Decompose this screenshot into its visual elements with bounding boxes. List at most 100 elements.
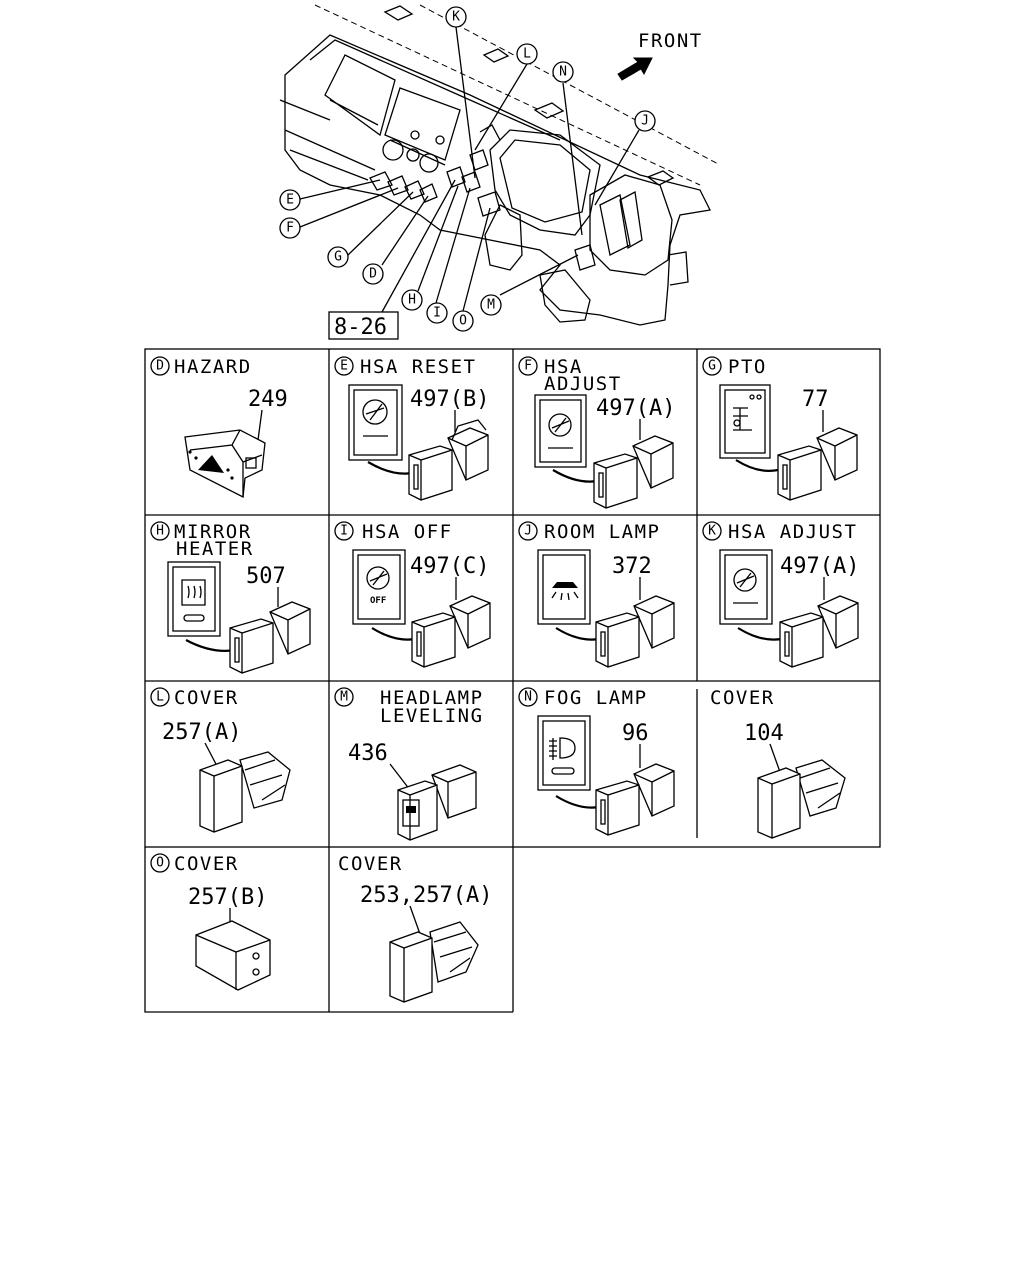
callout-leaders (299, 26, 640, 313)
cell-letter: J (524, 524, 532, 539)
switch-drawing (411, 595, 491, 668)
cell-letter: H (156, 524, 164, 539)
callout-d: D (369, 267, 377, 282)
cell-title: ROOM LAMP (544, 521, 660, 543)
part-number: 436 (348, 741, 388, 766)
cell-letter: D (156, 359, 164, 374)
cell-title: FOG LAMP (544, 687, 648, 709)
callout-h: H (408, 293, 416, 308)
cell-title-line2: LEVELING (380, 705, 484, 727)
cover-drawing (389, 921, 479, 1003)
cell-cover-253: COVER 253,257(A) (338, 853, 492, 1003)
part-number: 253,257(A) (360, 883, 492, 908)
ref-box-label: 8-26 (334, 315, 387, 340)
cell-letter: M (340, 690, 348, 705)
switch-drawing (408, 419, 489, 501)
cell-letter: I (340, 524, 348, 539)
switch-drawing (595, 595, 675, 668)
cell-room-lamp: J ROOM LAMP 372 (518, 521, 675, 668)
part-number: 372 (612, 554, 652, 579)
cell-title: COVER (710, 687, 775, 709)
front-direction-arrow: FRONT (617, 30, 703, 81)
off-icon-text: OFF (370, 596, 386, 606)
callout-l: L (523, 47, 531, 62)
fog-lamp-icon-panel (537, 715, 591, 791)
part-number: 77 (802, 387, 829, 412)
part-number: 497(A) (596, 396, 675, 421)
cell-cover-l: L COVER 257(A) (150, 687, 291, 833)
cover-drawing (757, 759, 846, 839)
cell-letter: E (340, 359, 348, 374)
callout-k: K (452, 10, 460, 25)
cell-letter: G (708, 359, 716, 374)
cell-title: PTO (728, 356, 767, 378)
cell-cover-104: COVER 104 (710, 687, 846, 839)
part-number: 497(B) (410, 387, 489, 412)
dashboard-overview (279, 4, 721, 326)
cell-cover-o: O COVER 257(B) (150, 853, 271, 991)
cell-letter: K (708, 524, 716, 539)
hsa-icon-panel (348, 384, 403, 461)
cell-letter: O (156, 856, 164, 871)
cell-title: HSA ADJUST (728, 521, 857, 543)
hazard-switch-drawing (184, 429, 266, 499)
part-number: 96 (622, 721, 649, 746)
parts-grid (144, 348, 881, 1013)
switch-drawing (593, 435, 674, 509)
callout-m: M (487, 298, 495, 313)
part-number: 257(A) (162, 720, 241, 745)
switch-drawing (397, 764, 477, 841)
cell-title: MIRROR (174, 521, 252, 543)
pto-icon-panel (719, 384, 771, 459)
cell-hsa-off: I HSA OFF 497(C) OFF (334, 521, 491, 668)
cell-title: HSA RESET (360, 356, 476, 378)
part-number: 257(B) (188, 885, 267, 910)
cell-mirror-heater: H MIRROR HEATER 507 (150, 521, 311, 674)
cell-title: COVER (174, 853, 239, 875)
callout-j: J (641, 114, 649, 129)
mirror-heater-icon-panel (167, 561, 221, 637)
callout-e: E (286, 193, 294, 208)
hsa-off-icon-panel: OFF (352, 549, 406, 625)
cell-title-line2: ADJUST (544, 373, 622, 395)
switch-drawing (595, 763, 675, 836)
callout-o: O (459, 314, 467, 329)
reference-box: 8-26 (328, 311, 399, 340)
cell-letter: L (156, 690, 164, 705)
cell-hazard: D HAZARD 249 (150, 356, 288, 499)
cell-hsa-adjust: F HSA ADJUST 497(A) (518, 356, 675, 509)
front-label: FRONT (638, 30, 703, 52)
cover-drawing (199, 751, 291, 833)
callout-g: G (334, 250, 342, 265)
part-number: 507 (246, 564, 286, 589)
cell-fog-lamp: N FOG LAMP 96 (518, 687, 675, 836)
hsa-icon-panel (534, 394, 587, 468)
cell-hsa-adjust-k: K HSA ADJUST 497(A) (702, 521, 859, 668)
cell-title: COVER (174, 687, 239, 709)
switch-drawing (779, 595, 859, 668)
cell-title-line2: HEATER (176, 538, 254, 560)
callout-f: F (286, 221, 294, 236)
cover-drawing (195, 920, 271, 991)
part-number: 497(C) (410, 554, 489, 579)
callout-n: N (559, 65, 567, 80)
cell-title: HEADLAMP (380, 687, 484, 709)
cell-letter: F (524, 359, 532, 374)
hsa-icon-panel (719, 549, 773, 625)
part-number: 104 (744, 721, 784, 746)
cell-pto: G PTO 77 (702, 356, 858, 501)
cell-title: COVER (338, 853, 403, 875)
cell-letter: N (524, 690, 532, 705)
part-number: 249 (248, 387, 288, 412)
room-lamp-icon-panel (537, 549, 591, 625)
switch-drawing (777, 427, 858, 501)
cell-title: HAZARD (174, 356, 252, 378)
cell-hsa-reset: E HSA RESET 497(B) (334, 356, 489, 501)
cell-title: HSA OFF (362, 521, 453, 543)
callout-i: I (433, 306, 441, 321)
cell-headlamp-leveling: M HEADLAMP LEVELING 436 (334, 687, 484, 841)
part-number: 497(A) (780, 554, 859, 579)
callouts: K L N J E F G D H I O M (279, 6, 656, 332)
cell-title: HSA (544, 356, 583, 378)
